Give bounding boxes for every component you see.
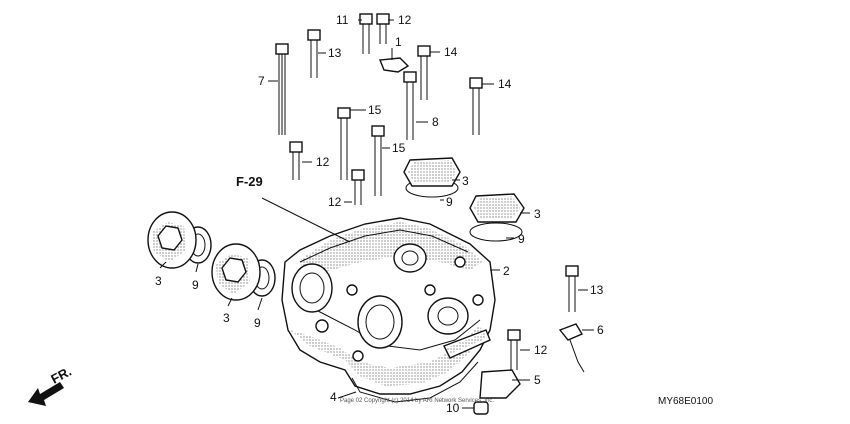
tappet-cap-upper-1 bbox=[403, 157, 461, 198]
plate-5 bbox=[479, 369, 521, 399]
callout-9-left-1: 9 bbox=[192, 278, 199, 292]
callout-4: 4 bbox=[330, 390, 337, 404]
callout-13-upper: 13 bbox=[328, 46, 342, 60]
callout-2: 2 bbox=[503, 264, 510, 278]
callout-6: 6 bbox=[597, 323, 604, 337]
callout-7: 7 bbox=[258, 74, 265, 88]
callout-9-left-2: 9 bbox=[254, 316, 261, 330]
bolt-14-upper bbox=[417, 45, 431, 100]
callout-11: 11 bbox=[336, 13, 349, 27]
drawing-code: MY68E0100 bbox=[658, 396, 713, 407]
copyright-text: Page 02 Copyright (c) 2014 by ARI Networ… bbox=[340, 398, 494, 404]
bolt-12-lower bbox=[507, 329, 521, 370]
callout-3-upper-2: 3 bbox=[534, 207, 541, 221]
leader-lines bbox=[159, 19, 594, 409]
tappet-cap-upper-2 bbox=[469, 193, 525, 242]
callout-5: 5 bbox=[534, 373, 541, 387]
callout-8: 8 bbox=[432, 115, 439, 129]
callout-1: 1 bbox=[395, 35, 402, 49]
callout-3-upper-1: 3 bbox=[462, 174, 469, 188]
callout-12-lower: 12 bbox=[534, 343, 548, 357]
callout-10: 10 bbox=[446, 401, 460, 415]
callout-15-upper: 15 bbox=[368, 103, 382, 117]
callout-3-left-1: 3 bbox=[155, 274, 162, 288]
bracket-1 bbox=[379, 57, 410, 73]
bolt-14-lower bbox=[469, 77, 483, 135]
callout-14-upper: 14 bbox=[444, 45, 458, 59]
callout-9-upper-1: 9 bbox=[446, 195, 453, 209]
tappet-cap-left-1 bbox=[147, 211, 212, 269]
reference-f29: F-29 bbox=[236, 174, 263, 189]
callout-3-left-2: 3 bbox=[223, 311, 230, 325]
callout-labels: 1 2 3 3 3 3 4 5 6 7 8 9 9 9 9 10 11 12 1… bbox=[155, 13, 604, 415]
bolt-8 bbox=[403, 71, 417, 140]
bolt-11 bbox=[359, 13, 373, 54]
bolt-12-mid bbox=[351, 169, 365, 205]
bolt-15-upper bbox=[337, 107, 351, 180]
bolt-7 bbox=[275, 43, 289, 135]
head-cover-gasket bbox=[351, 361, 479, 403]
callout-15-lower: 15 bbox=[392, 141, 406, 155]
cylinder-head-cover bbox=[281, 217, 496, 395]
front-label: FR. bbox=[48, 364, 74, 387]
bolt-12-top bbox=[376, 13, 390, 44]
callout-12-mid: 12 bbox=[328, 195, 342, 209]
bolt-13-upper bbox=[307, 29, 321, 78]
breather-tube-6 bbox=[558, 323, 585, 373]
bolt-13-lower bbox=[565, 265, 579, 312]
tappet-cap-left-2 bbox=[211, 243, 276, 301]
callout-14-lower: 14 bbox=[498, 77, 512, 91]
callout-12-left: 12 bbox=[316, 155, 330, 169]
front-arrow-icon bbox=[28, 382, 64, 406]
callout-9-upper-2: 9 bbox=[518, 232, 525, 246]
bolt-15-lower bbox=[371, 125, 385, 196]
bolt-12-left bbox=[289, 141, 303, 180]
front-direction-indicator: FR. bbox=[28, 364, 74, 406]
callout-13-lower: 13 bbox=[590, 283, 604, 297]
callout-12-top: 12 bbox=[398, 13, 412, 27]
